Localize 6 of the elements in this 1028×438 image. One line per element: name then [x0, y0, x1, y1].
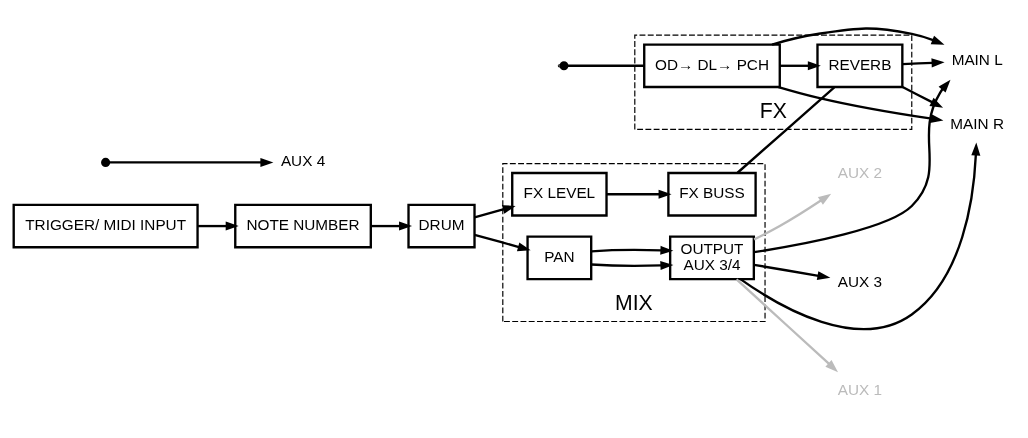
node-text: MAIN R [950, 114, 1004, 132]
node-text: MAIN L [951, 51, 1003, 69]
node-text: AUX 2 [837, 164, 883, 182]
node-text: AUX 4 [280, 152, 326, 170]
node-text: AUX 3 [837, 272, 883, 290]
node-text: AUX 1 [837, 381, 883, 399]
